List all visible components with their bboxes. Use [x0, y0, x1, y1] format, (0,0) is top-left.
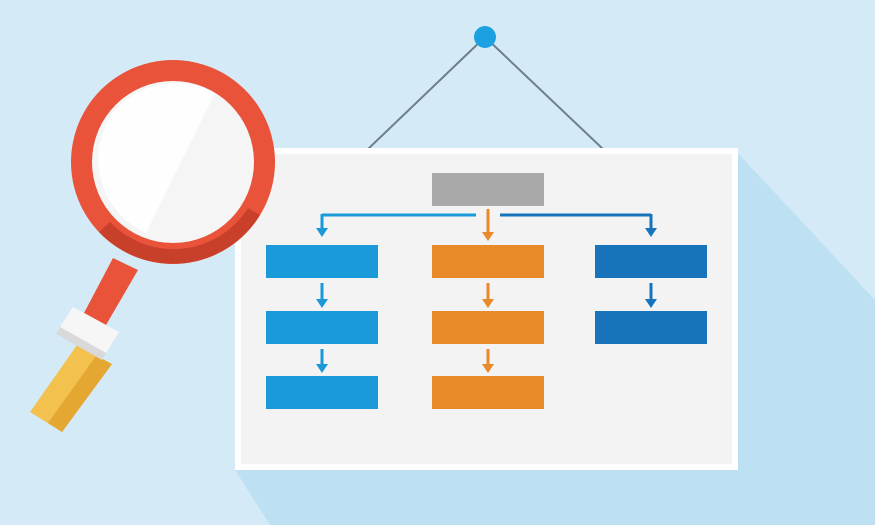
- flowchart-box-left-2: [266, 311, 378, 344]
- magnifier-collar-shade: [56, 327, 106, 360]
- hanger-pin: [474, 26, 496, 48]
- magnifier-stem: [84, 258, 138, 325]
- arrow-right-1-head: [645, 299, 657, 308]
- flowchart-box-middle-2: [432, 311, 544, 344]
- hanger-string-left: [366, 36, 486, 151]
- arrow-root-middle-head: [482, 232, 494, 241]
- flowchart-box-middle-1: [432, 245, 544, 278]
- arrow-left-2: [316, 349, 328, 373]
- arrow-middle-2: [482, 349, 494, 373]
- arrow-left-1-head: [316, 299, 328, 308]
- arrow-middle-1-head: [482, 299, 494, 308]
- arrow-root-left-head: [316, 228, 328, 237]
- magnifier-ring-shade: [99, 208, 260, 264]
- flowchart-box-left-1: [266, 245, 378, 278]
- magnifying-glass-icon: [30, 60, 275, 432]
- flowchart-diagram: [266, 173, 707, 409]
- arrow-root-left: [316, 214, 328, 237]
- flowchart-box-right-1: [595, 245, 707, 278]
- magnifier-handle-shade: [48, 356, 112, 432]
- flowchart-box-middle-3: [432, 376, 544, 409]
- magnifier-lens-shine: [98, 82, 215, 233]
- arrow-left-1: [316, 283, 328, 308]
- flowchart-box-right-2: [595, 311, 707, 344]
- arrow-left-2-head: [316, 364, 328, 373]
- arrow-middle-2-head: [482, 364, 494, 373]
- arrow-middle-1: [482, 283, 494, 308]
- arrow-root-middle: [482, 209, 494, 241]
- arrow-root-right: [645, 214, 657, 237]
- board-long-shadow: [235, 150, 875, 525]
- hanger-string-right: [484, 36, 605, 151]
- root-box: [432, 173, 544, 206]
- arrow-right-1: [645, 283, 657, 308]
- arrow-root-right-head: [645, 228, 657, 237]
- magnifier-collar: [60, 307, 119, 353]
- flowchart-box-left-3: [266, 376, 378, 409]
